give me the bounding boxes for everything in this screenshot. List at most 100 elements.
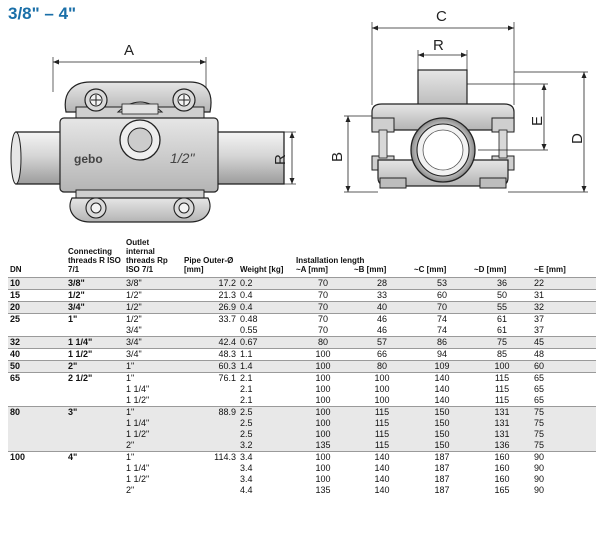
cell-dn [8,474,66,485]
col-header-b: ~B [mm] [354,265,387,274]
install-length-label: Installation length [296,256,365,265]
cell-weight: 0.48 [238,313,294,325]
cell-a: 70 [294,313,352,325]
cell-pipe: 33.7 [182,313,238,325]
cell-dn: 32 [8,336,66,349]
cell-e: 60 [532,360,596,373]
body-size-text: 1/2" [170,150,195,166]
cell-a: 70 [294,289,352,302]
cell-e: 90 [532,474,596,485]
cell-thread [66,440,124,452]
cell-pipe: 21.3 [182,289,238,302]
cell-d: 50 [472,289,532,302]
col-header-e: ~E [mm] [534,265,566,274]
cell-dn: 25 [8,313,66,325]
cell-thread: 1" [66,313,124,325]
cell-outlet: 1 1/2" [124,474,182,485]
cell-a: 100 [294,348,352,361]
cell-a: 135 [294,440,352,452]
cell-c: 109 [412,360,472,373]
cell-b: 80 [352,360,412,373]
bolt-icon [84,88,108,112]
cell-dn [8,325,66,337]
cell-dn [8,440,66,452]
cell-pipe: 17.2 [182,277,238,290]
cell-e: 45 [532,336,596,349]
cell-dn [8,384,66,395]
cell-thread: 2" [66,360,124,373]
cell-b: 140 [352,474,412,485]
cell-e: 75 [532,418,596,429]
cell-outlet: 2" [124,440,182,452]
cell-c: 53 [412,277,472,290]
dim-d-label: D [569,133,586,144]
bolt-icon [173,197,195,219]
cell-a: 100 [294,429,352,440]
cell-weight: 0.2 [238,277,294,290]
cell-dn: 80 [8,406,66,418]
cell-outlet: 1" [124,451,182,463]
cell-weight: 3.2 [238,440,294,452]
cell-b: 33 [352,289,412,302]
cell-weight: 0.67 [238,336,294,349]
cell-thread [66,463,124,474]
cell-c: 140 [412,384,472,395]
spec-table: DN Connecting threads R ISO 7/1 Outlet i… [8,238,596,496]
cell-dn: 15 [8,289,66,302]
dim-c-label: C [436,8,447,25]
cell-d: 55 [472,301,532,314]
cell-b: 100 [352,384,412,395]
cell-pipe: 42.4 [182,336,238,349]
cell-b: 140 [352,463,412,474]
cell-pipe [182,325,238,337]
cell-a: 70 [294,277,352,290]
cell-weight: 0.4 [238,289,294,302]
col-header-thread: Connecting threads R ISO 7/1 [68,247,121,274]
col-header-a: Installation length ~A [mm] [294,238,365,278]
cell-dn [8,418,66,429]
cell-outlet: 1/2" [124,289,182,302]
cell-b: 140 [352,451,412,463]
cell-a: 100 [294,406,352,418]
cell-weight: 2.5 [238,418,294,429]
cell-thread [66,418,124,429]
cell-a: 100 [294,451,352,463]
cell-thread: 3/8" [66,277,124,290]
bolt-icon [85,197,107,219]
cell-e: 90 [532,463,596,474]
col-header-d: ~D [mm] [474,265,507,274]
col-header-dn: DN [10,265,22,274]
cell-outlet: 1 1/4" [124,418,182,429]
cell-dn: 10 [8,277,66,290]
cell-b: 46 [352,325,412,337]
cell-thread [66,429,124,440]
cell-pipe: 114.3 [182,451,238,463]
cell-pipe [182,395,238,407]
cell-c: 86 [412,336,472,349]
cell-c: 150 [412,406,472,418]
cell-a: 100 [294,474,352,485]
cell-e: 90 [532,451,596,463]
col-header-a-text: ~A [mm] [296,265,328,274]
cell-pipe: 60.3 [182,360,238,373]
body-brand-text: gebo [74,152,103,166]
cell-pipe [182,485,238,496]
cell-b: 115 [352,418,412,429]
dim-b-label: B [329,152,346,162]
cell-a: 100 [294,384,352,395]
table-header-row: DN Connecting threads R ISO 7/1 Outlet i… [8,238,596,278]
cell-weight: 3.4 [238,451,294,463]
cell-c: 74 [412,325,472,337]
dim-r-label-right: R [433,37,444,54]
cell-c: 150 [412,440,472,452]
cell-a: 70 [294,301,352,314]
cell-b: 115 [352,440,412,452]
cell-e: 48 [532,348,596,361]
cell-weight: 1.1 [238,348,294,361]
